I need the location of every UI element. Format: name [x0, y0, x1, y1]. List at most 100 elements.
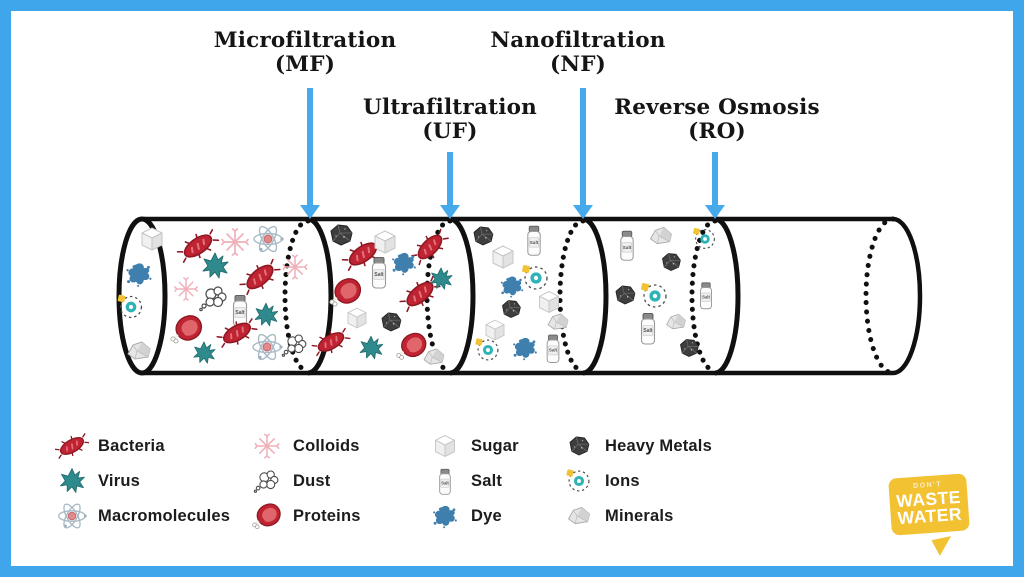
- membrane-ro-solid-line: [714, 216, 741, 376]
- membrane-lines: [282, 216, 741, 376]
- minerals-particle-icon: [423, 348, 445, 365]
- sugar-icon: [435, 435, 455, 457]
- legend-item-salt: Salt: [428, 468, 519, 495]
- sugar-particle-icon: [485, 319, 505, 341]
- dye-icon: [433, 505, 457, 529]
- sugar-particle-icon: [347, 307, 367, 329]
- stage-label-ultrafiltration: Ultrafiltration (UF): [345, 95, 555, 145]
- colloids-icon: [254, 433, 280, 459]
- legend-item-heavy-metals: Heavy Metals: [562, 433, 712, 459]
- proteins-particle-icon: [328, 277, 362, 308]
- logo-speech-tail: [931, 536, 955, 557]
- arrow-head: [573, 205, 593, 219]
- stage-name: Nanofiltration: [490, 28, 666, 53]
- proteins-particle-icon: [169, 314, 203, 345]
- sugar-particle-icon: [141, 227, 163, 251]
- legend-item-minerals: Minerals: [562, 503, 712, 529]
- sugar-particle-icon: [374, 230, 396, 254]
- tube-right-end-back-dashed: [863, 216, 896, 376]
- legend-column-1: Bacteria Virus Macromolecules: [55, 432, 230, 531]
- proteins-icon: [251, 502, 282, 530]
- legend-label: Minerals: [605, 506, 674, 525]
- particle-icons: [116, 223, 715, 365]
- arrow-shaft: [307, 88, 313, 205]
- heavy-metals-particle-icon: [680, 339, 699, 357]
- heavy-metals-particle-icon: [662, 253, 681, 271]
- membrane-mf-solid-line: [307, 216, 334, 376]
- legend-column-2: Colloids Dust Proteins: [250, 433, 361, 530]
- salt-icon: [439, 468, 451, 495]
- uf-arrow-icon: [440, 152, 460, 219]
- colloids-particle-icon: [174, 277, 198, 301]
- tube-right-end-front: [892, 216, 923, 376]
- virus-particle-icon: [430, 267, 453, 290]
- salt-particle-icon: [620, 230, 634, 261]
- legend-label: Sugar: [471, 436, 519, 455]
- stage-name: Reverse Osmosis: [614, 95, 820, 120]
- heavy-metals-particle-icon: [473, 226, 494, 246]
- salt-particle-icon: [232, 294, 248, 327]
- logo-line2: WATER: [896, 503, 963, 529]
- colloids-particle-icon: [221, 228, 249, 256]
- tube-outline: [116, 216, 923, 376]
- mf-arrow-icon: [300, 88, 320, 219]
- minerals-particle-icon: [666, 313, 686, 330]
- ions-icon: [565, 468, 590, 492]
- legend-label: Virus: [98, 471, 140, 490]
- stage-abbr: (MF): [274, 52, 336, 78]
- membrane-uf-solid-line: [449, 216, 476, 376]
- stage-name: Microfiltration: [213, 28, 397, 53]
- arrow-head: [300, 205, 320, 219]
- salt-particle-icon: [546, 334, 560, 363]
- legend-label: Ions: [605, 471, 640, 490]
- heavy-metals-particle-icon: [615, 285, 636, 305]
- dye-particle-icon: [500, 276, 524, 298]
- virus-particle-icon: [202, 252, 229, 279]
- membrane-nf-solid-line: [582, 216, 609, 376]
- dye-particle-icon: [513, 337, 537, 361]
- virus-particle-icon: [193, 341, 216, 364]
- ions-particle-icon: [474, 337, 499, 361]
- dye-particle-icon: [392, 252, 416, 276]
- heavy-metals-particle-icon: [330, 224, 353, 246]
- legend-item-sugar: Sugar: [428, 433, 519, 459]
- salt-particle-icon: [700, 282, 712, 310]
- legend-label: Heavy Metals: [605, 436, 712, 455]
- ro-arrow-icon: [705, 152, 725, 219]
- ions-particle-icon: [521, 264, 548, 290]
- macromolecules-particle-icon: [252, 331, 284, 363]
- arrow-shaft: [580, 88, 586, 205]
- legend-label: Colloids: [293, 436, 360, 455]
- heavy-metals-particle-icon: [381, 312, 402, 332]
- dust-icon: [253, 470, 279, 493]
- legend-item-ions: Ions: [562, 468, 712, 494]
- legend-item-dye: Dye: [428, 503, 519, 529]
- arrow-shaft: [712, 152, 718, 205]
- virus-icon: [60, 468, 85, 493]
- arrow-head: [440, 205, 460, 219]
- legend-item-dust: Dust: [250, 468, 361, 494]
- stage-abbr: (NF): [549, 52, 607, 78]
- stage-abbr: (UF): [422, 119, 478, 145]
- legend-item-virus: Virus: [55, 468, 230, 494]
- virus-particle-icon: [254, 302, 279, 327]
- legend-item-macromolecules: Macromolecules: [55, 501, 230, 531]
- legend-item-bacteria: Bacteria: [55, 432, 230, 460]
- stage-name: Ultrafiltration: [363, 95, 537, 120]
- minerals-particle-icon: [547, 313, 569, 330]
- bacteria-icon: [55, 432, 89, 460]
- virus-particle-icon: [359, 335, 384, 360]
- bacteria-particle-icon: [407, 224, 453, 270]
- salt-particle-icon: [640, 312, 656, 345]
- legend-label: Dust: [293, 471, 331, 490]
- ions-particle-icon: [640, 282, 667, 308]
- legend-item-proteins: Proteins: [250, 502, 361, 530]
- sugar-particle-icon: [539, 291, 559, 313]
- legend-label: Salt: [471, 471, 503, 490]
- salt-particle-icon: [371, 256, 387, 289]
- dust-particle-icon: [199, 286, 227, 312]
- macromolecules-icon: [58, 501, 88, 531]
- membrane-nf-dashed-line: [557, 218, 586, 374]
